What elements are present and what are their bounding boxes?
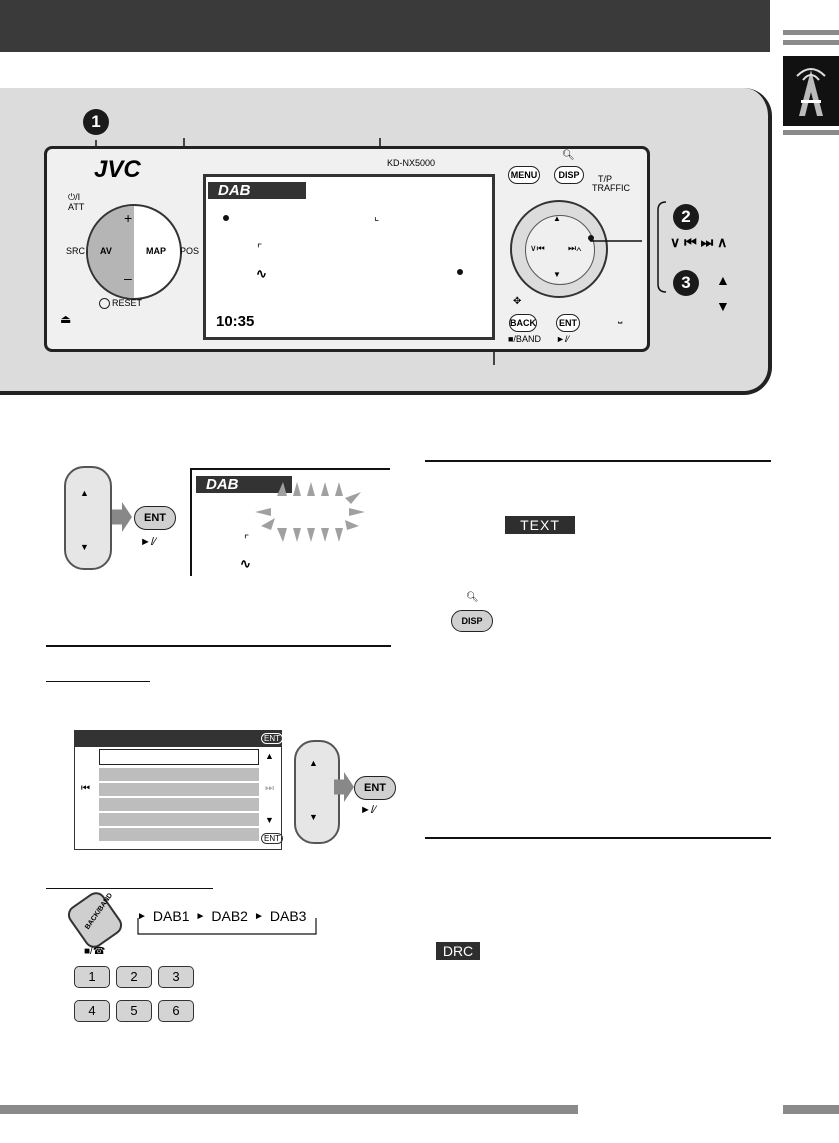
display-screen [203,174,495,340]
control-dial[interactable] [510,200,608,298]
ent-sub-illus-2: ►/⁄ [360,804,376,816]
side-stripes-bottom [783,130,839,140]
right-divider-2 [425,837,771,839]
drc-badge: DRC [436,942,480,960]
pos-label: POS [180,246,200,256]
volume-up-button[interactable]: + [124,210,133,226]
stop-band-icon: ■/☎ [84,946,106,957]
ent-button-illus: ENT [134,506,176,530]
reset-button[interactable] [99,298,110,309]
flashing-rays [255,482,365,542]
volume-down-button[interactable]: – [124,270,132,286]
ent-sub-illus: ►/⁄ [140,536,156,548]
left-underline-1 [46,681,150,682]
ent-button-illus-2: ENT [354,776,396,800]
move-icon: ✥ [513,296,522,307]
dab-label-illus: DAB [196,476,292,493]
tp-label: T/P [598,174,613,184]
disp-button[interactable]: DISP [554,166,584,184]
av-button[interactable]: AV [100,246,112,256]
band-label: ■/BAND [508,334,541,344]
dial-side-view [64,466,112,570]
tray-icon[interactable]: ⎵ [618,312,623,324]
search-icon-2: 🔍︎ [466,592,479,603]
step3-up: ▲ [716,272,730,288]
traffic-label: TRAFFIC [592,183,630,193]
arrow-icon-2 [334,772,354,802]
bracket-icon-1: ⌞ [374,211,380,223]
att-label: ATT [68,202,85,212]
preset-2: 2 [116,966,152,988]
band-cycle-loop [137,918,317,935]
signal-icon-illus: ∿ [240,556,251,571]
back-button[interactable]: BACK [509,314,537,332]
dial-prev-icon[interactable]: ∨⏮ [530,243,545,253]
footer-bar-right [783,1105,839,1114]
step3-down: ▼ [716,298,730,314]
ent-button[interactable]: ENT [556,314,580,332]
dab-label: DAB [208,182,306,199]
power-label: ⏻/I [68,192,81,202]
preset-1: 1 [74,966,110,988]
left-underline-2 [46,888,213,889]
map-button[interactable]: MAP [146,246,166,256]
dial-down-icon[interactable]: ▼ [553,270,561,279]
right-divider-1 [425,460,771,462]
signal-icon: ∿ [256,266,267,281]
search-icon: 🔍︎ [562,150,575,161]
preset-6: 6 [158,1000,194,1022]
side-down-icon-2: ▼ [309,812,318,822]
bracket-icon-2: ⌜ [257,243,263,255]
screen-illus-top [190,468,390,470]
reset-label: RESET [112,298,143,308]
side-up-icon-2: ▲ [309,758,318,768]
antenna-icon [783,56,839,126]
preset-4: 4 [74,1000,110,1022]
header-bar [0,0,770,52]
callout-3: 3 [673,270,699,296]
src-label: SRC [66,246,86,256]
list-screen: ENT ⏮ ▲ ⏭ ▼ ENT [74,730,283,850]
dial-up-icon[interactable]: ▲ [553,214,561,223]
callout-1: 1 [83,109,109,135]
dial-side-view-2 [294,740,340,844]
preset-5: 5 [116,1000,152,1022]
step2-symbols: ∨ ⏮ ⏭ ∧ [670,234,728,250]
preset-3: 3 [158,966,194,988]
eject-icon[interactable]: ⏏ [60,312,72,326]
footer-bar [0,1105,578,1114]
arrow-icon [112,502,132,532]
bracket-icon-illus: ⌜ [244,534,250,546]
band-cycle: ► DAB1 ► DAB2 ► DAB3 [137,908,307,924]
side-up-icon: ▲ [80,488,89,498]
side-stripes-top [783,30,839,50]
clock: 10:35 [216,313,255,330]
band-dab1: DAB1 [152,908,190,924]
side-down-icon: ▼ [80,542,89,552]
text-badge: TEXT [505,516,575,534]
model-label: KD-NX5000 [387,158,436,168]
menu-button[interactable]: MENU [508,166,540,184]
callout-dot-dial [588,235,594,241]
callout-2: 2 [673,204,699,230]
callout-dot-right [457,269,463,275]
band-dab3: DAB3 [269,908,307,924]
ent-sub-label: ►/⁄ [556,334,569,344]
bracket-lines [590,201,667,293]
band-dab2: DAB2 [211,908,248,924]
screen-illus-left [190,468,192,576]
jvc-logo: JVC [94,156,141,183]
callout-dot-left [223,215,229,221]
left-divider-1 [46,645,391,647]
disp-button-illus: DISP [451,610,493,632]
dial-next-icon[interactable]: ⏭∧ [568,243,582,253]
